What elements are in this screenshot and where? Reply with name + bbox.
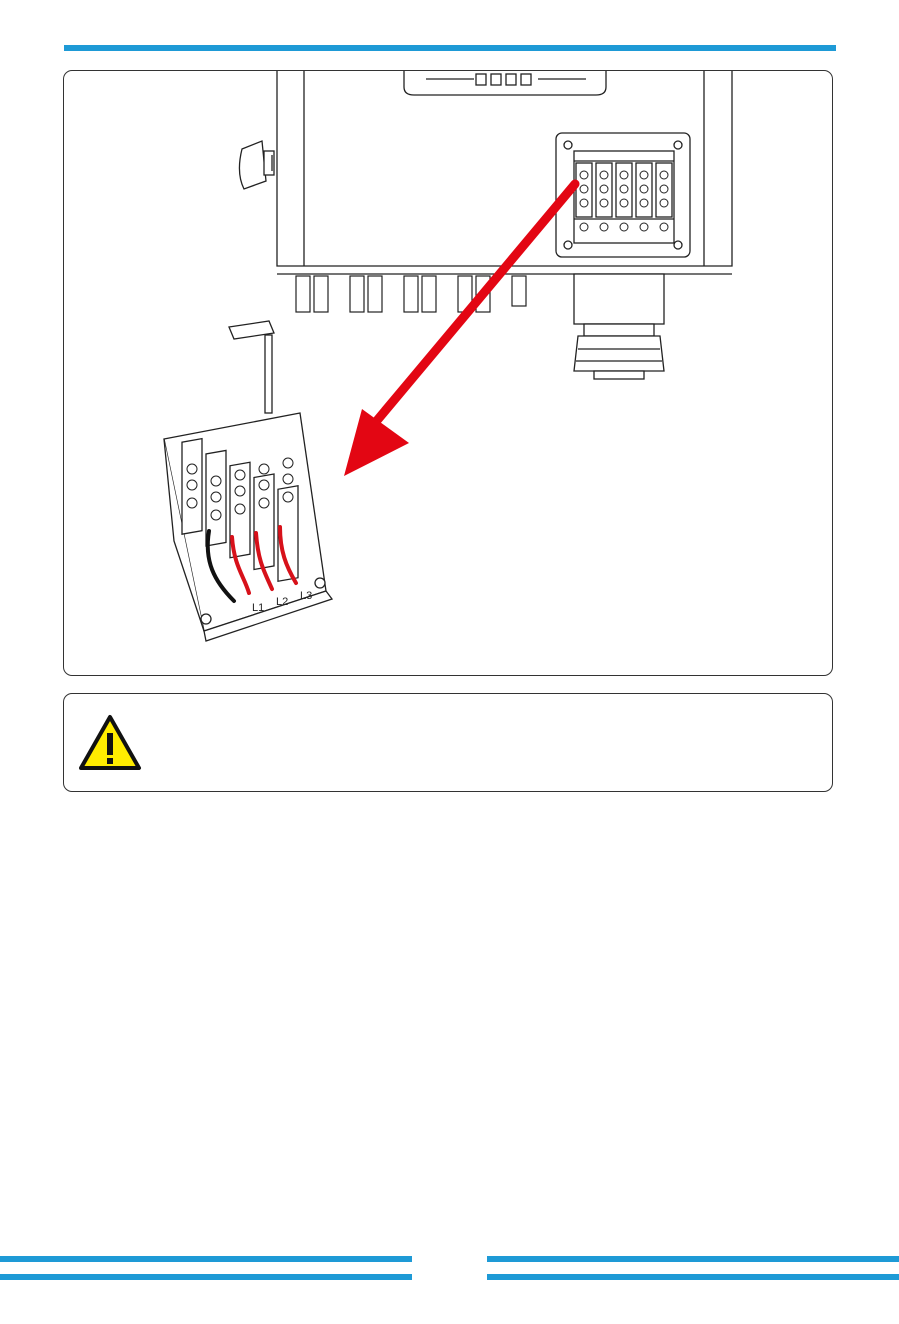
wiring-figure-panel: L1 L2 L3 (63, 70, 833, 676)
terminal-label-l1: L1 (252, 602, 264, 614)
warning-triangle-icon (78, 714, 142, 772)
ac-terminal-block-detail (164, 413, 332, 641)
header-rule (64, 45, 836, 51)
ac-cable-gland (574, 274, 664, 379)
warning-panel (63, 693, 833, 792)
ac-terminal-compartment (556, 133, 690, 257)
hex-key-tool (229, 321, 274, 413)
terminal-label-l2: L2 (276, 596, 288, 608)
terminal-label-l3: L3 (300, 590, 312, 602)
inverter-wiring-illustration: L1 L2 L3 (64, 71, 833, 676)
detail-arrow (344, 184, 575, 476)
footer-rule-left-upper (0, 1256, 412, 1262)
footer-rule-right-lower (487, 1274, 899, 1280)
footer-rule-left-lower (0, 1274, 412, 1280)
dc-switch-knob (239, 141, 274, 189)
footer-rule-right-upper (487, 1256, 899, 1262)
